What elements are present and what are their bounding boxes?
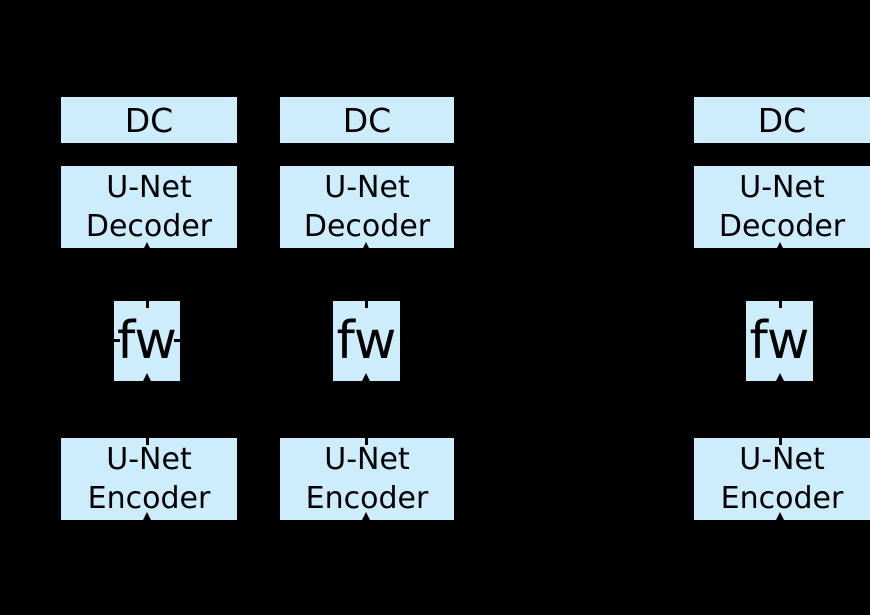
unet-encoder-block: U-Net Encoder [61, 438, 237, 520]
arrowhead-up-icon [774, 242, 786, 254]
arrowhead-up-icon [360, 242, 372, 254]
unet-encoder-label-line1: U-Net [739, 442, 825, 477]
arrowhead-up-icon [360, 512, 372, 524]
recurrent-arrow-right-tick [174, 339, 188, 342]
unet-encoder-label-line2: Encoder [87, 481, 211, 516]
fw-block-label: fw [749, 311, 810, 371]
dc-block-label: DC [124, 100, 174, 140]
unet-decoder-block: U-Net Decoder [61, 166, 237, 248]
unet-encoder-label-line1: U-Net [324, 442, 410, 477]
unet-decoder-label-line2: Decoder [303, 209, 431, 244]
unet-encoder-block: U-Net Encoder [694, 438, 870, 520]
fw-block: fw [114, 301, 180, 381]
arrow-stem [779, 298, 782, 308]
dc-block: DC [61, 97, 237, 143]
unet-decoder-label-line1: U-Net [739, 170, 825, 205]
arrow-stem [365, 435, 368, 445]
arrow-stem [146, 435, 149, 445]
unet-encoder-label-line1: U-Net [106, 442, 192, 477]
unet-decoder-label-line1: U-Net [324, 170, 410, 205]
arrowhead-up-icon [141, 373, 153, 385]
unet-encoder-label-line2: Encoder [720, 481, 844, 516]
unet-encoder-label-line2: Encoder [305, 481, 429, 516]
unet-decoder-block: U-Net Decoder [694, 166, 870, 248]
arrowhead-up-icon [774, 373, 786, 385]
fw-block: fw [333, 301, 400, 381]
arrowhead-up-icon [141, 242, 153, 254]
fw-block-label: fw [117, 311, 177, 371]
arrow-stem [365, 298, 368, 308]
dc-block-label: DC [757, 100, 807, 140]
arrowhead-up-icon [774, 512, 786, 524]
unet-encoder-block: U-Net Encoder [280, 438, 454, 520]
unet-decoder-label-line1: U-Net [106, 170, 192, 205]
arrow-stem [146, 298, 149, 308]
dc-block-label: DC [342, 100, 392, 140]
unet-decoder-block: U-Net Decoder [280, 166, 454, 248]
arrow-stem [779, 435, 782, 445]
fw-block: fw [746, 301, 813, 381]
arrowhead-up-icon [141, 512, 153, 524]
unet-decoder-label-line2: Decoder [85, 209, 213, 244]
dc-block: DC [280, 97, 454, 143]
dc-block: DC [694, 97, 870, 143]
recurrent-arrow-left-tick [106, 339, 120, 342]
fw-block-label: fw [336, 311, 397, 371]
unet-decoder-label-line2: Decoder [718, 209, 846, 244]
arrowhead-up-icon [360, 373, 372, 385]
